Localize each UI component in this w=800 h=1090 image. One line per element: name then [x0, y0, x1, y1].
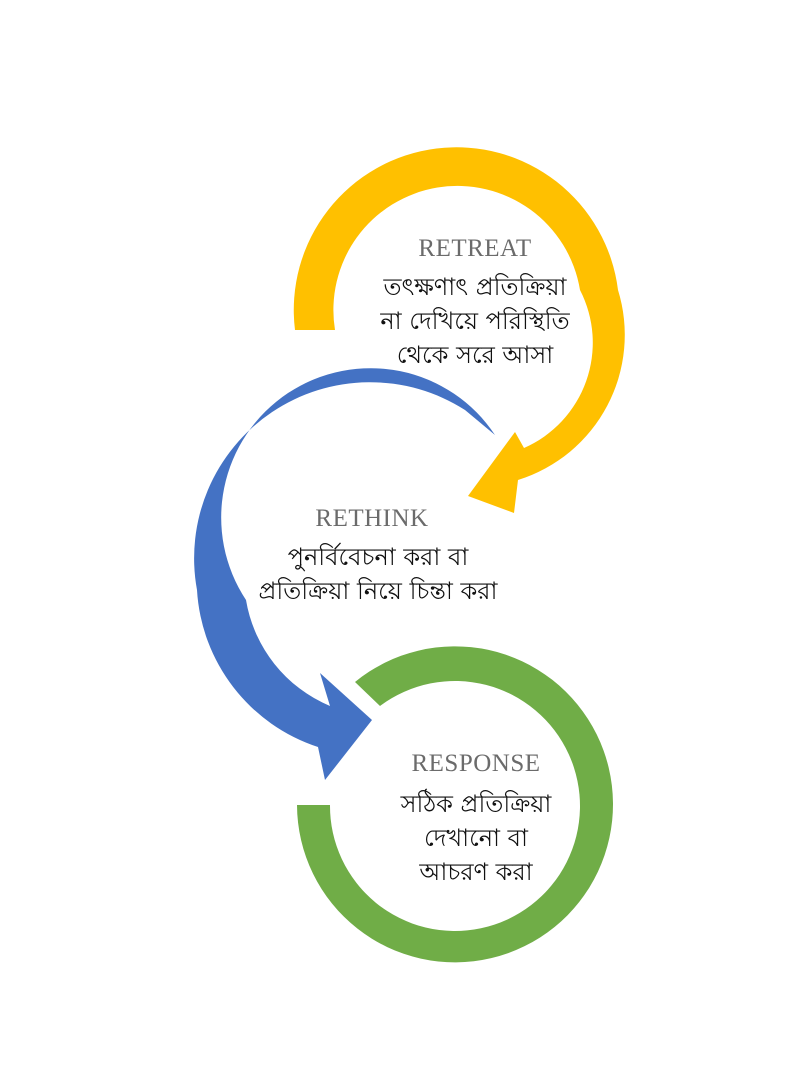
response-line-2: দেখানো বা — [424, 824, 528, 852]
retreat-description: তৎক্ষণাৎ প্রতিক্রিয়া না দেখিয়ে পরিস্থি… — [345, 270, 605, 372]
rethink-title: RETHINK — [315, 505, 429, 532]
rethink-line-2: প্রতিক্রিয়া নিয়ে চিন্তা করা — [258, 577, 498, 605]
response-line-3: আচরণ করা — [419, 858, 533, 886]
retreat-line-2: না দেখিয়ে পরিস্থিতি — [380, 307, 570, 335]
retreat-title: RETREAT — [418, 235, 532, 262]
retreat-line-3: থেকে সরে আসা — [396, 341, 554, 369]
retreat-line-1: তৎক্ষণাৎ প্রতিক্রিয়া — [383, 273, 567, 301]
response-line-1: সঠিক প্রতিক্রিয়া — [400, 790, 552, 818]
rethink-description: পুনর্বিবেচনা করা বা প্রতিক্রিয়া নিয়ে চ… — [228, 540, 528, 608]
response-title: RESPONSE — [411, 750, 541, 777]
response-description: সঠিক প্রতিক্রিয়া দেখানো বা আচরণ করা — [361, 787, 591, 889]
rethink-line-1: পুনর্বিবেচনা করা বা — [287, 543, 469, 571]
rethink-arrow — [194, 368, 495, 780]
